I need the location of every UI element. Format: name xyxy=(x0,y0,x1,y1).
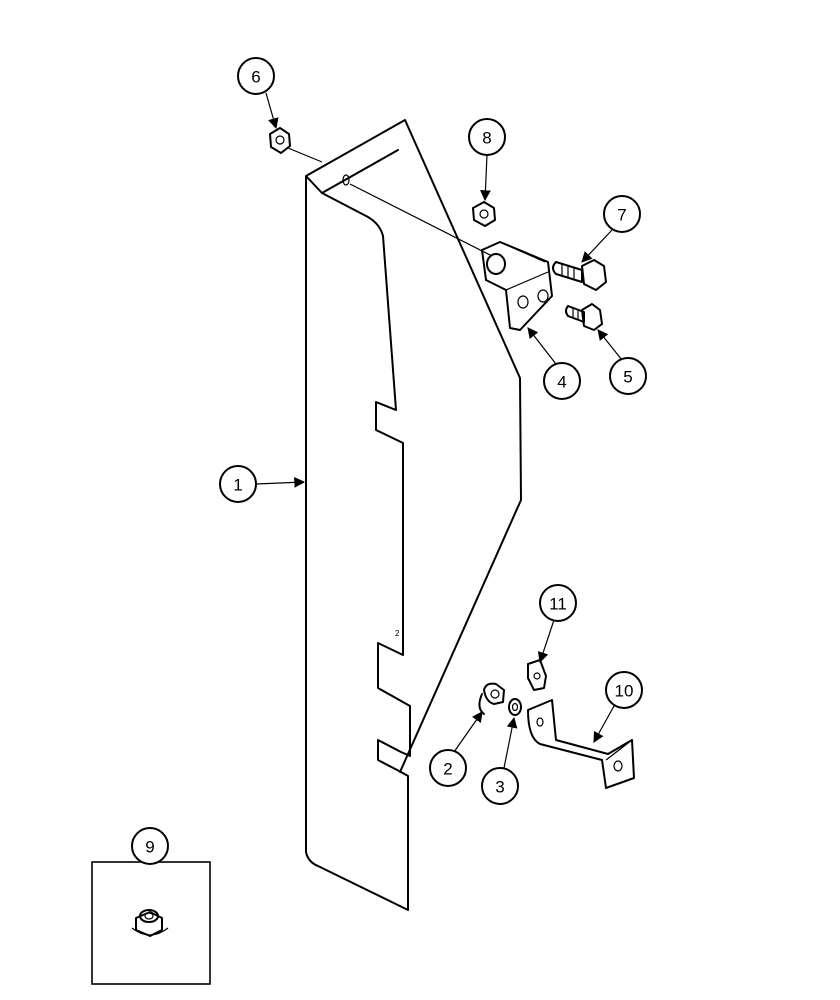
clip-nut-11 xyxy=(527,659,547,691)
leader-2 xyxy=(453,711,483,753)
leader-4 xyxy=(527,327,557,365)
callout-4: 4 xyxy=(543,362,581,400)
callout-label-5: 5 xyxy=(623,368,632,387)
callout-label-1: 1 xyxy=(233,476,242,495)
alignment-line xyxy=(349,183,493,257)
leader-11 xyxy=(537,619,555,664)
support-bracket-10 xyxy=(527,699,635,789)
callout-label-2: 2 xyxy=(443,760,452,779)
callout-10: 10 xyxy=(605,671,643,709)
callout-11: 11 xyxy=(539,584,577,622)
callout-6: 6 xyxy=(237,57,275,95)
callout-label-11: 11 xyxy=(549,595,567,614)
callout-3: 3 xyxy=(481,767,519,805)
callout-label-4: 4 xyxy=(557,373,566,392)
nut-8 xyxy=(472,201,496,227)
leader-lines xyxy=(255,92,623,769)
callout-label-8: 8 xyxy=(482,129,491,148)
leader-10 xyxy=(593,705,615,743)
callout-2: 2 xyxy=(429,749,467,787)
leader-7 xyxy=(581,229,613,263)
callout-label-9: 9 xyxy=(145,838,154,857)
bolt-7 xyxy=(552,259,607,291)
bracket xyxy=(481,241,553,331)
callout-7: 7 xyxy=(603,195,641,233)
washer-3 xyxy=(508,698,522,716)
svg-text:2: 2 xyxy=(395,629,400,638)
shield-panel: 2 xyxy=(305,119,522,911)
callout-label-3: 3 xyxy=(495,778,504,797)
bolt-5 xyxy=(565,303,603,331)
alignment-line-nut6 xyxy=(287,147,323,163)
leader-1 xyxy=(255,477,306,488)
callout-label-7: 7 xyxy=(617,206,626,225)
nut-6 xyxy=(269,127,291,154)
leader-6 xyxy=(265,92,279,130)
leader-8 xyxy=(480,154,491,202)
callout-8: 8 xyxy=(468,118,506,156)
inset-box-9 xyxy=(91,861,211,985)
callout-5: 5 xyxy=(609,357,647,395)
callout-9: 9 xyxy=(131,827,169,865)
leader-5 xyxy=(597,329,623,361)
leader-3 xyxy=(503,716,518,769)
callout-label-10: 10 xyxy=(615,682,634,701)
clip-2 xyxy=(478,682,505,715)
callout-1: 1 xyxy=(219,465,257,503)
callout-label-6: 6 xyxy=(251,68,260,87)
